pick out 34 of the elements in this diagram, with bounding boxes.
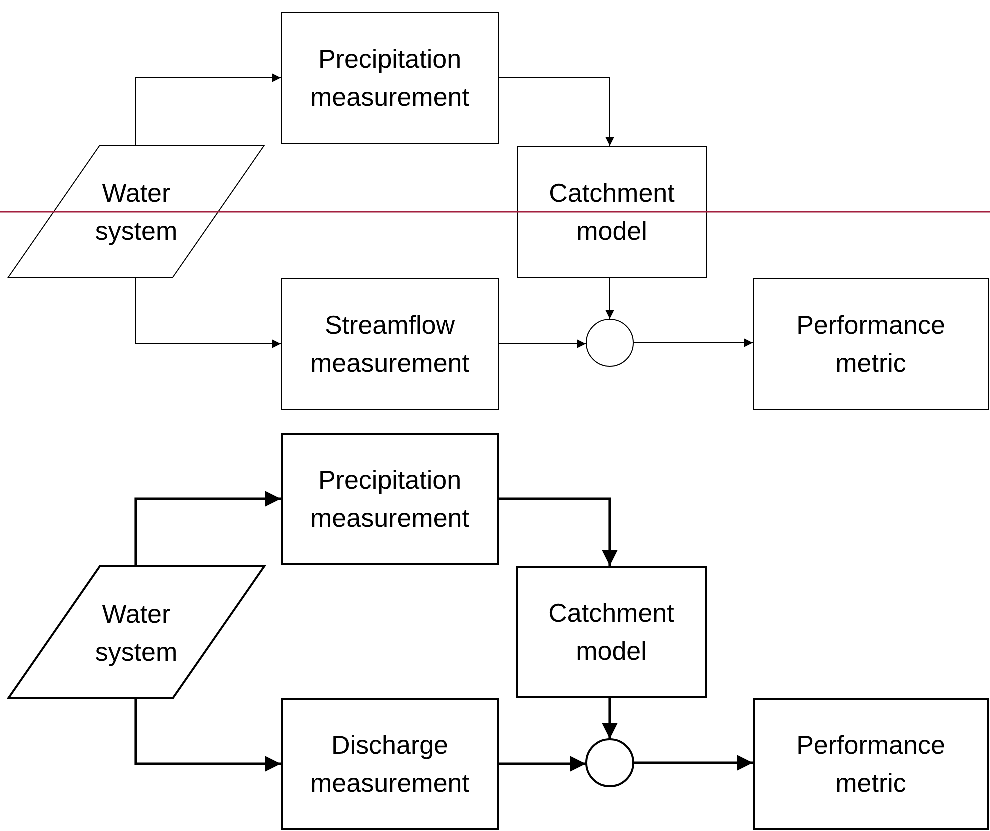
arrow: [498, 78, 614, 146]
arrow: [134, 491, 281, 566]
arrow: [499, 756, 586, 772]
arrow: [136, 74, 282, 146]
data-parallelogram: [8, 145, 265, 278]
node-label: Streamflow measurement: [310, 309, 470, 380]
node-label: Catchment model: [548, 597, 676, 668]
node-label: Discharge measurement: [310, 729, 470, 800]
process-box: [281, 12, 499, 144]
arrow: [498, 340, 586, 348]
node-label: Water system: [94, 176, 179, 248]
node-label: Precipitation measurement: [310, 464, 470, 535]
process-box: [281, 433, 499, 565]
arrow: [134, 699, 281, 772]
arrow: [606, 278, 614, 320]
arrow: [499, 498, 618, 566]
process-box: [281, 278, 499, 410]
arrow: [634, 338, 754, 348]
process-box: [517, 146, 707, 278]
node-label: Catchment model: [548, 177, 676, 248]
node-label: Water system: [94, 598, 179, 668]
arrow: [634, 755, 753, 771]
process-box: [753, 278, 989, 410]
junction-circle: [586, 739, 634, 787]
data-parallelogram: [8, 566, 265, 699]
node-label: Performance metric: [796, 309, 946, 380]
junction-circle: [586, 319, 634, 367]
process-box: [281, 698, 499, 830]
process-box: [753, 698, 989, 830]
arrow: [602, 698, 618, 739]
process-box: [516, 566, 707, 698]
node-label: Precipitation measurement: [310, 43, 470, 114]
arrow: [136, 278, 282, 348]
node-label: Performance metric: [796, 729, 946, 800]
